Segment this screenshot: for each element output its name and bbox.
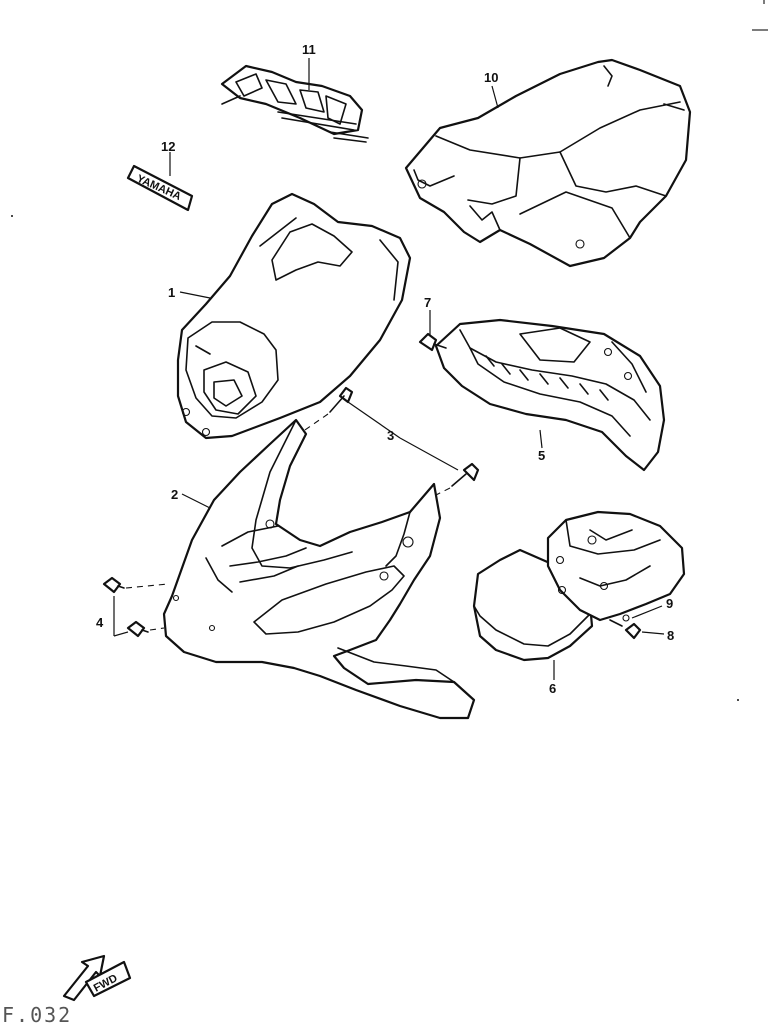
leader-lines <box>113 58 665 680</box>
callout-4: 4 <box>96 615 104 630</box>
callout-10: 10 <box>484 70 498 85</box>
callout-9: 9 <box>666 596 673 611</box>
callout-2: 2 <box>171 487 178 502</box>
part-4-screws <box>102 576 169 638</box>
part-5-inner-panel <box>434 318 666 472</box>
part-1-front-cover <box>176 192 412 440</box>
callout-7: 7 <box>424 295 431 310</box>
callout-12: 12 <box>161 139 175 154</box>
callout-6: 6 <box>549 681 556 696</box>
callout-5: 5 <box>538 448 545 463</box>
part-3-screws <box>301 386 480 497</box>
part-2-leg-shield <box>162 418 476 720</box>
decal-12-text: YAMAHA <box>135 173 183 203</box>
callout-11: 11 <box>302 42 316 57</box>
part-11-decal <box>220 64 369 143</box>
callout-1: 1 <box>168 285 175 300</box>
part-7-bolt <box>418 332 447 352</box>
stray-marks <box>11 215 739 701</box>
callout-3: 3 <box>387 428 394 443</box>
callout-labels: 11 10 12 1 7 3 5 2 9 4 8 6 <box>96 42 674 696</box>
callout-8: 8 <box>667 628 674 643</box>
part-6-cover <box>472 510 686 662</box>
corner-marks <box>752 0 768 31</box>
fwd-arrow-icon: FWD <box>62 954 132 1002</box>
figure-code: F.032 <box>2 1003 72 1027</box>
part-10-rear-cover <box>404 58 692 268</box>
part-12-decal: YAMAHA <box>126 164 194 212</box>
part-8-9-screw-washer <box>609 614 642 640</box>
